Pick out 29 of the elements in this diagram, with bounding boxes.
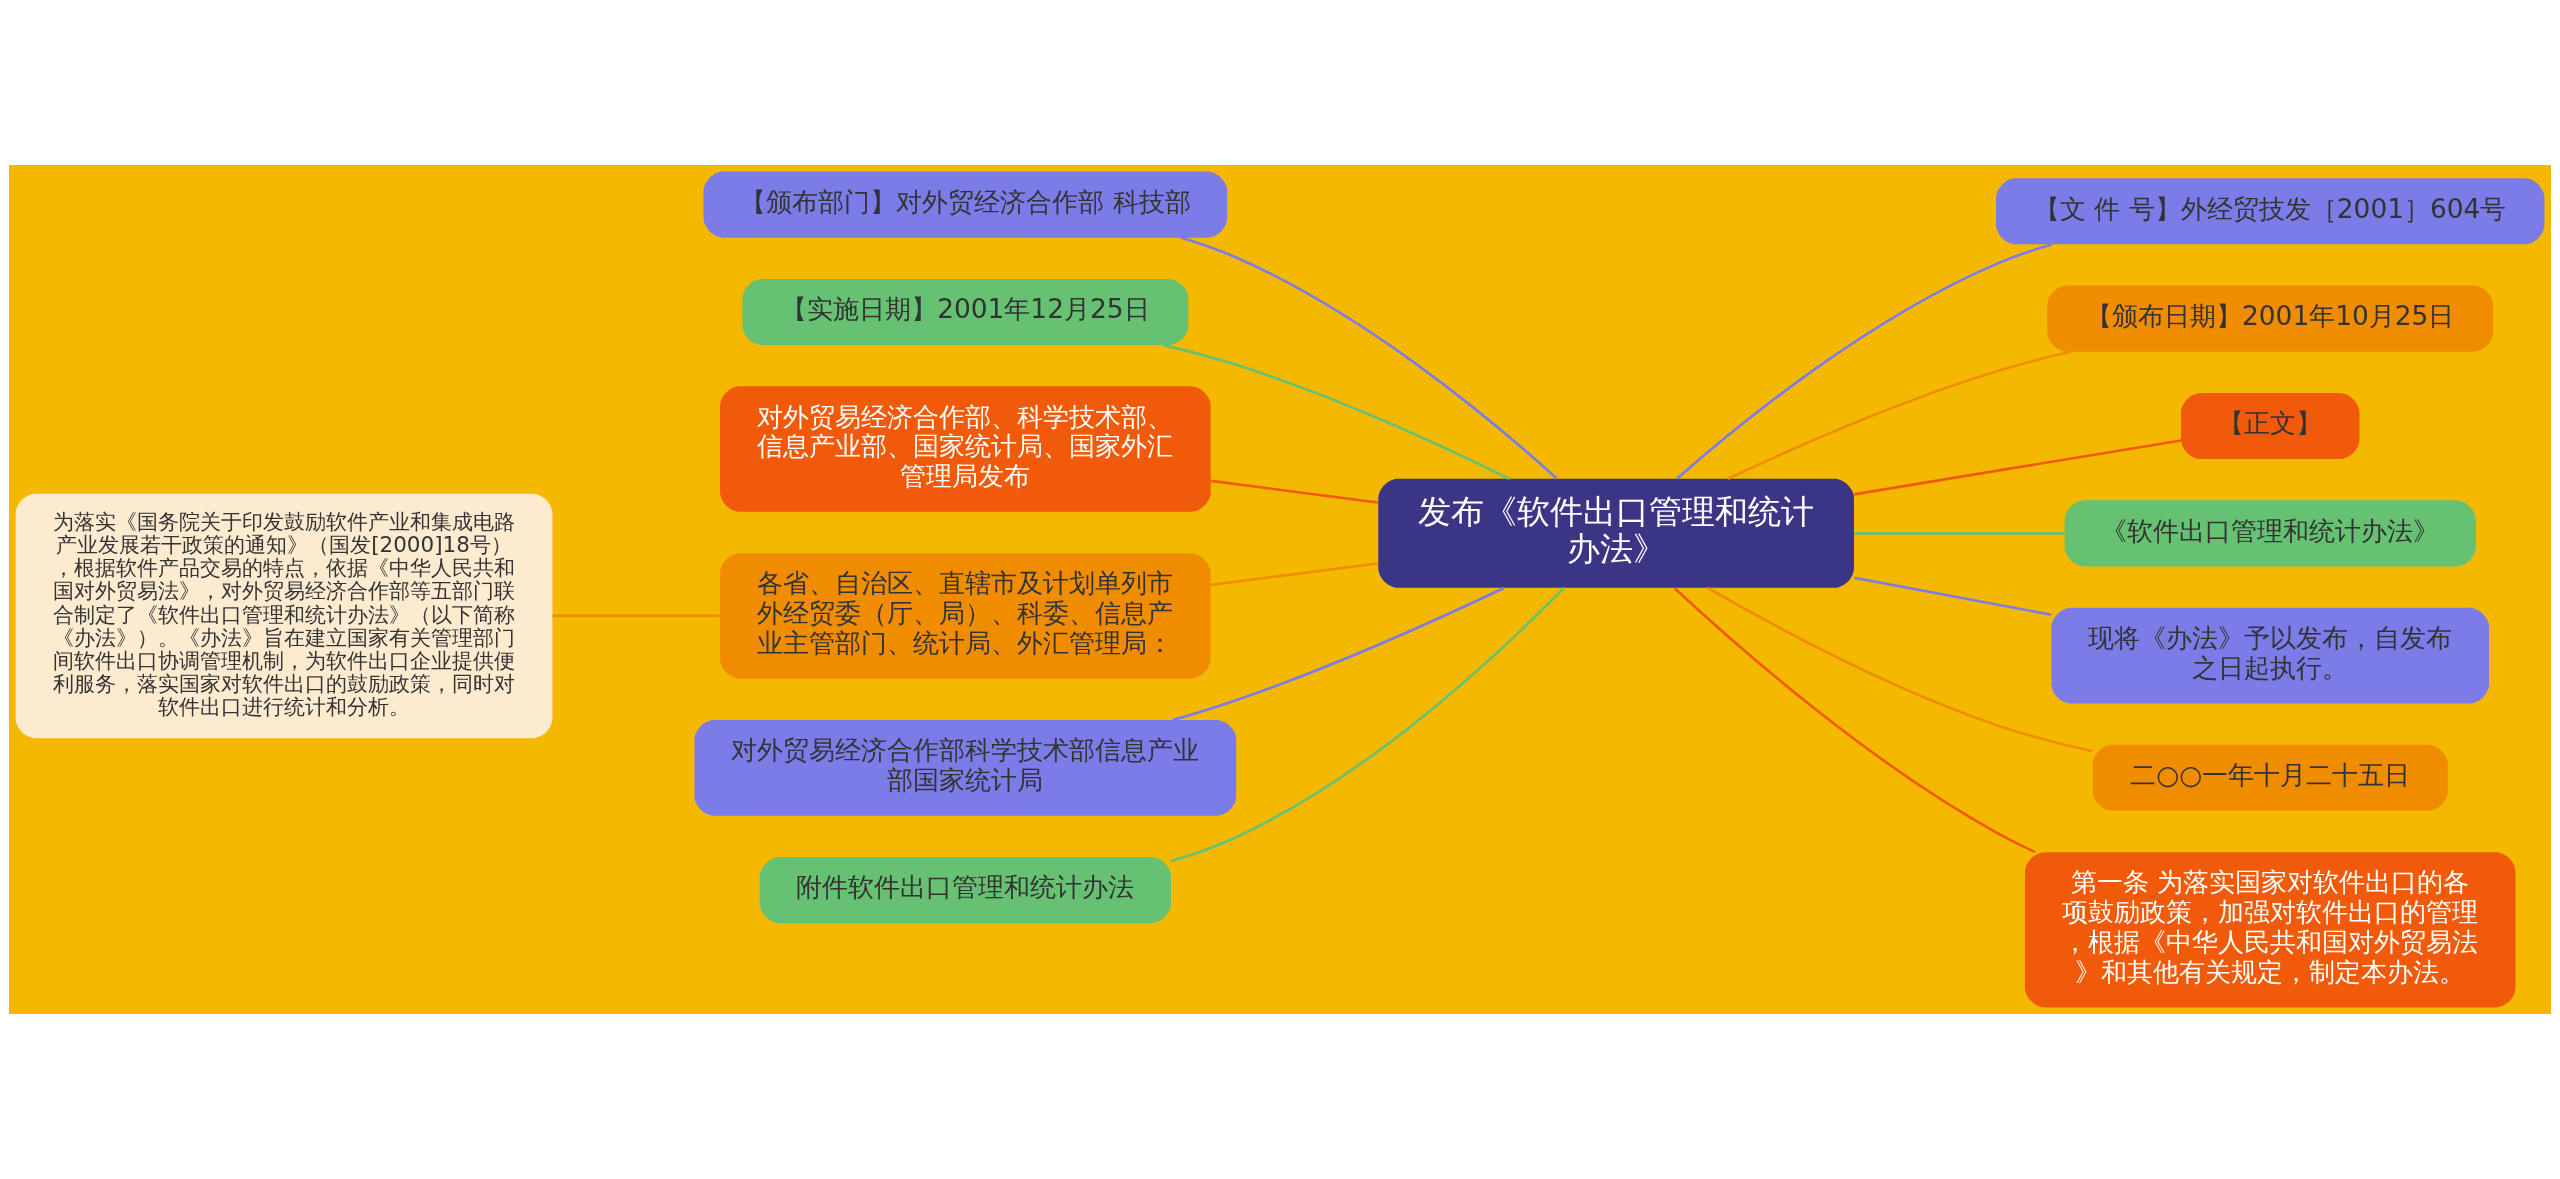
connector	[1170, 586, 1565, 863]
connector	[552, 614, 720, 618]
node-box: 对外贸易经济合作部、科学技术部、信息产业部、国家统计局、国家外汇管理局发布	[720, 386, 1211, 512]
connector	[1673, 587, 2036, 854]
node-box: 【文 件 号】外经贸技发［2001］604号	[1996, 178, 2545, 245]
connector	[1210, 562, 1378, 587]
connector	[1727, 350, 2072, 480]
node-box: 【颁布部门】对外贸经济合作部 科技部	[703, 171, 1228, 238]
node-box: 为落实《国务院关于印发鼓励软件产业和集成电路产业发展若干政策的通知》（国发[2000]18号），根据软件产品交易的特点，依据《中华人民共和国对外贸易法》，对外贸易经济合作部等五部门联合制定了《软件出口管理和统计办法》（以下简称《办法》）。《办法》旨在建立国家有关管理部门间软件出口协调管理机制，为软件出口企业提供便利服务，落实国家对软件出口的鼓励政策，同时对软件出口进行统计和分析。	[15, 493, 553, 739]
connector	[1853, 439, 2182, 496]
connector	[1853, 576, 2052, 616]
node-box: 附件软件出口管理和统计办法	[759, 857, 1171, 924]
connector	[1707, 586, 2093, 753]
node-box: 各省、自治区、直辖市及计划单列市外经贸委（厅、局）、科委、信息产业主管部门、统计局、外汇管理局：	[720, 553, 1211, 679]
node-box: 第一条 为落实国家对软件出口的各项鼓励政策，加强对软件出口的管理，根据《中华人民共和国对外贸易法》和其他有关规定，制定本办法。	[2024, 852, 2516, 1008]
node-box: 【实施日期】2001年12月25日	[742, 278, 1189, 346]
connector	[1210, 479, 1378, 504]
node-box: 二○○一年十月二十五日	[2092, 744, 2448, 811]
connector	[1180, 236, 1558, 480]
node-box: 发布《软件出口管理和统计办法》	[1378, 478, 1854, 588]
node-box: 对外贸易经济合作部科学技术部信息产业部国家统计局	[694, 720, 1237, 816]
node-box: 《软件出口管理和统计办法》	[2064, 500, 2476, 567]
connector	[1854, 532, 2065, 535]
connector	[1676, 243, 2053, 480]
node-box: 现将《办法》予以发布，自发布之日起执行。	[2051, 607, 2490, 704]
node-box: 【正文】	[2181, 392, 2360, 459]
connector	[1172, 586, 1505, 722]
connector	[1162, 343, 1510, 480]
node-box: 【颁布日期】2001年10月25日	[2047, 285, 2494, 352]
